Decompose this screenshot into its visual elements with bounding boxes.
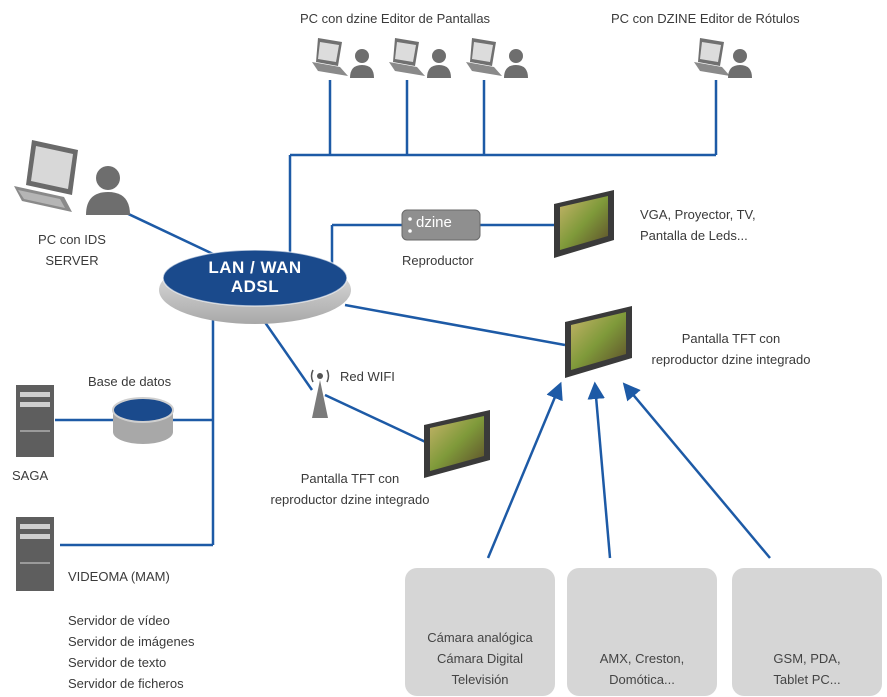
database-icon	[112, 397, 174, 444]
database-label: Base de datos	[88, 374, 172, 389]
tft-monitor-bottom	[424, 410, 490, 478]
person-icon	[504, 49, 528, 78]
amx-line1: AMX, Creston,	[599, 651, 685, 666]
wifi-to-tft-bottom	[324, 393, 433, 447]
arrow-gsm	[622, 382, 771, 559]
gsm-box-label: GSM, PDA, Tablet PC...	[732, 648, 882, 690]
arrow-camera	[486, 381, 563, 559]
arrow-amx	[587, 381, 612, 559]
tft-monitor-right	[565, 306, 632, 378]
displays-line2: Pantalla de Leds...	[640, 228, 748, 243]
gsm-line2: Tablet PC...	[773, 672, 841, 687]
ids-server-line1: PC con IDS	[38, 232, 106, 247]
amx-line2: Domótica...	[609, 672, 675, 687]
service-images: Servidor de imágenes	[68, 634, 195, 649]
wifi-label: Red WIFI	[340, 369, 395, 384]
label-editor-label: PC con DZINE Editor de Rótulos	[611, 11, 800, 26]
network-label: LAN / WAN ADSL	[163, 258, 347, 296]
editor-pc-3	[466, 38, 528, 78]
person-icon	[350, 49, 374, 78]
saga-server-icon	[16, 385, 54, 457]
editor-pc-1	[312, 38, 374, 78]
network-line1: LAN / WAN	[208, 258, 302, 277]
service-video: Servidor de vídeo	[68, 613, 170, 628]
dzine-player-device	[401, 209, 481, 241]
camera-line1: Cámara analógica	[427, 630, 533, 645]
laptop-icon	[312, 38, 348, 76]
input-box-amx: AMX, Creston, Domótica...	[567, 568, 717, 696]
laptop-icon	[466, 38, 502, 76]
input-arrows	[486, 381, 771, 559]
network-to-tft-right	[344, 303, 566, 347]
connection-lines	[55, 80, 718, 547]
editor-pc-2	[389, 38, 451, 78]
service-text: Servidor de texto	[68, 655, 167, 670]
player-label: Reproductor	[402, 253, 474, 268]
gsm-line1: GSM, PDA,	[773, 651, 841, 666]
amx-box-label: AMX, Creston, Domótica...	[567, 648, 717, 690]
screen-editors-label: PC con dzine Editor de Pantallas	[300, 11, 491, 26]
videoma-label: VIDEOMA (MAM)	[68, 569, 170, 584]
tft-bottom-label: Pantalla TFT con reproductor dzine integ…	[255, 468, 445, 510]
input-box-camera: Cámara analógica Cámara Digital Televisi…	[405, 568, 555, 696]
videoma-server-icon	[16, 517, 54, 591]
camera-line3: Televisión	[451, 672, 509, 687]
camera-box-label: Cámara analógica Cámara Digital Televisi…	[405, 627, 555, 690]
dzine-chip-label: dzine	[416, 214, 452, 231]
laptop-icon	[389, 38, 425, 76]
ids-server-pc	[14, 140, 130, 215]
input-box-gsm: GSM, PDA, Tablet PC...	[732, 568, 882, 696]
network-to-wifi	[260, 317, 314, 391]
network-hub	[159, 249, 351, 324]
displays-label: VGA, Proyector, TV, Pantalla de Leds...	[640, 204, 756, 246]
person-icon	[86, 166, 130, 215]
displays-line1: VGA, Proyector, TV,	[640, 207, 756, 222]
tft-right-label: Pantalla TFT con reproductor dzine integ…	[636, 328, 826, 370]
ids-server-line2: SERVER	[45, 253, 99, 268]
camera-line2: Cámara Digital	[437, 651, 523, 666]
person-icon	[728, 49, 752, 78]
label-editor-pc	[694, 38, 752, 78]
videoma-services: Servidor de vídeo Servidor de imágenes S…	[68, 610, 194, 694]
service-files: Servidor de ficheros	[68, 676, 184, 691]
wifi-antenna-icon	[310, 369, 330, 418]
ids-server-label: PC con IDS SERVER	[22, 229, 122, 271]
tft-right-line1: Pantalla TFT con	[681, 331, 781, 346]
laptop-icon	[694, 38, 730, 76]
tft-bottom-line2: reproductor dzine integrado	[270, 492, 430, 507]
tft-bottom-line1: Pantalla TFT con	[300, 471, 400, 486]
display-monitor-top	[554, 190, 614, 258]
desktop-computer-icon	[14, 140, 78, 212]
person-icon	[427, 49, 451, 78]
saga-label: SAGA	[12, 468, 49, 483]
tft-right-line2: reproductor dzine integrado	[651, 352, 811, 367]
network-line2: ADSL	[230, 277, 280, 296]
